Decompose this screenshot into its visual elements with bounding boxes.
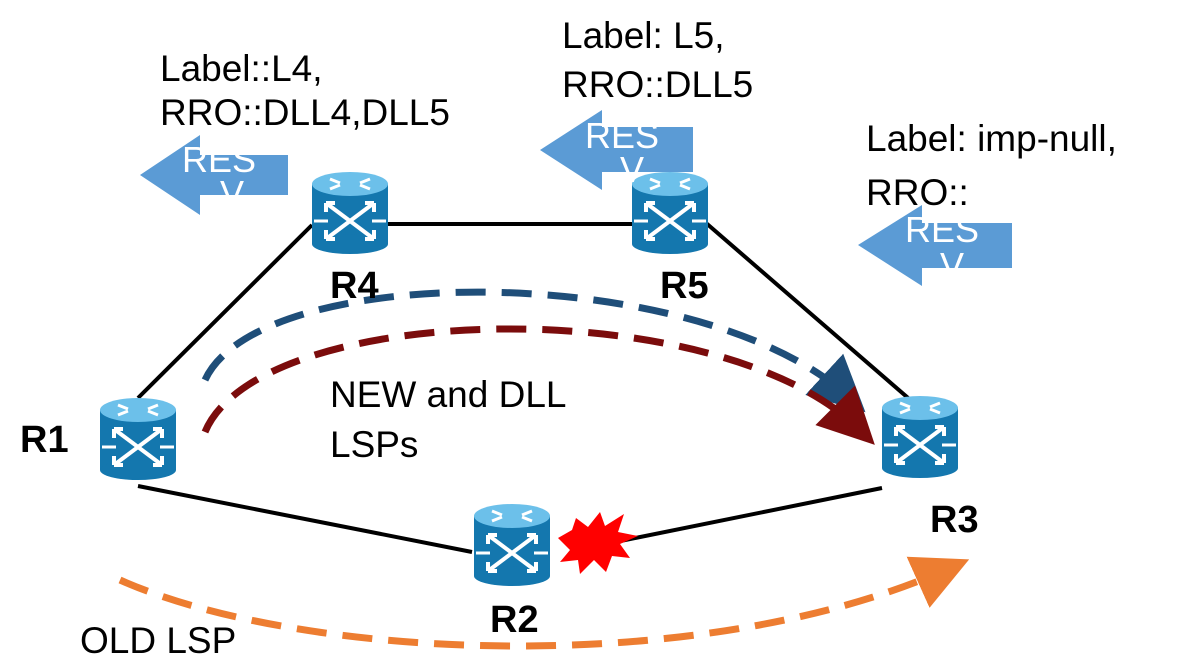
- router-r1-icon: [98, 396, 178, 482]
- resv-arrow-1-text: RES: [182, 139, 256, 180]
- new-lsp-label-line2: LSPs: [330, 424, 419, 465]
- links: [136, 221, 924, 554]
- new-lsp-label-line1: NEW and DLL: [330, 374, 567, 415]
- new-lsp-path: [201, 288, 866, 413]
- resv-label-1-line1: Label::L4,: [160, 48, 323, 89]
- resv-arrow-1-text2: V: [220, 173, 244, 214]
- resv-arrow-1: RES V: [140, 135, 288, 215]
- router-r4-label: R4: [330, 265, 379, 307]
- resv-label-2-line2: RRO::DLL5: [562, 64, 754, 105]
- old-lsp-path: [118, 556, 970, 650]
- resv-arrow-3-text2: V: [940, 245, 964, 286]
- resv-arrow-3-text: RES: [905, 209, 979, 250]
- resv-arrow-2-text: RES: [585, 115, 659, 156]
- router-r5-label: R5: [660, 265, 709, 307]
- old-lsp-label: OLD LSP: [80, 620, 237, 661]
- resv-label-1-line2: RRO::DLL4,DLL5: [160, 92, 450, 133]
- resv-label-3-line2: RRO::: [866, 172, 969, 213]
- resv-label-3-line1: Label: imp-null,: [866, 118, 1117, 159]
- router-r1-label: R1: [20, 419, 69, 461]
- resv-arrow-2-text2: V: [620, 149, 644, 190]
- link-r1-r2: [137, 484, 473, 554]
- link-r2-r3: [595, 486, 883, 548]
- link-r5-r3: [704, 221, 924, 412]
- dll-lsp-path: [201, 325, 875, 445]
- resv-arrow-3: RES V: [858, 205, 1012, 286]
- resv-label-2-line1: Label: L5,: [562, 15, 725, 56]
- resv-arrow-2: RES V: [540, 110, 693, 190]
- router-r3-label: R3: [930, 499, 979, 541]
- router-r2-icon: [472, 502, 552, 588]
- router-r4-icon: [310, 170, 390, 256]
- router-r3-icon: [880, 394, 960, 480]
- router-r2-label: R2: [490, 599, 539, 641]
- link-failure-burst: [558, 512, 638, 574]
- link-r1-r4: [136, 223, 314, 400]
